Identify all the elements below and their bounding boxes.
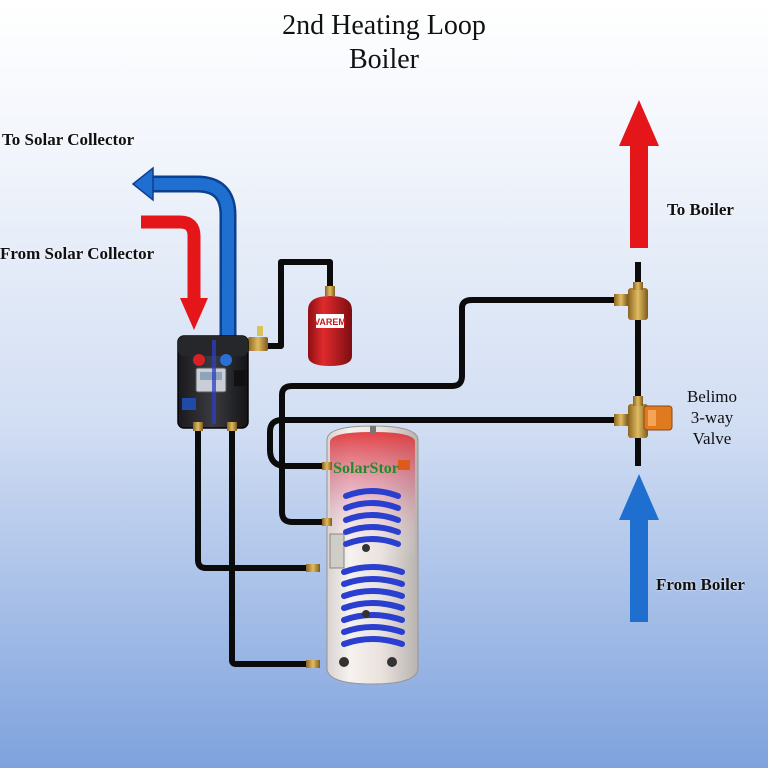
pump-station-icon <box>177 335 249 431</box>
upper-coil <box>343 488 401 547</box>
storage-tank-icon: SolarStor <box>306 425 419 685</box>
expansion-tank-icon: VAREM <box>308 286 352 366</box>
label-from-solar-collector: From Solar Collector <box>0 244 155 263</box>
down-arrow-hot-icon <box>141 215 208 330</box>
label-from-boiler: From Boiler <box>656 575 745 594</box>
label-to-solar-collector: To Solar Collector <box>2 130 135 149</box>
left-arrow-cold-icon <box>131 166 237 338</box>
up-arrow-hot-icon <box>619 100 659 248</box>
storage-tank-brand: SolarStor <box>333 460 399 477</box>
tee-fitting <box>614 282 648 320</box>
label-to-boiler: To Boiler <box>667 200 734 219</box>
page-title: 2nd Heating Loop <box>282 10 486 41</box>
label-valve-line2: 3-way <box>690 408 734 427</box>
label-valve-line1: Belimo <box>686 387 738 406</box>
pump-fitting <box>248 326 268 351</box>
up-arrow-cold-icon <box>619 474 659 622</box>
page-subtitle: Boiler <box>349 44 419 75</box>
lower-coil <box>341 564 405 647</box>
label-valve-line3: Valve <box>692 429 732 448</box>
label-valve: Belimo 3-way Valve <box>680 386 744 449</box>
three-way-valve-icon <box>614 396 673 438</box>
expansion-tank-brand: VAREM <box>314 317 346 327</box>
piping <box>195 259 641 667</box>
